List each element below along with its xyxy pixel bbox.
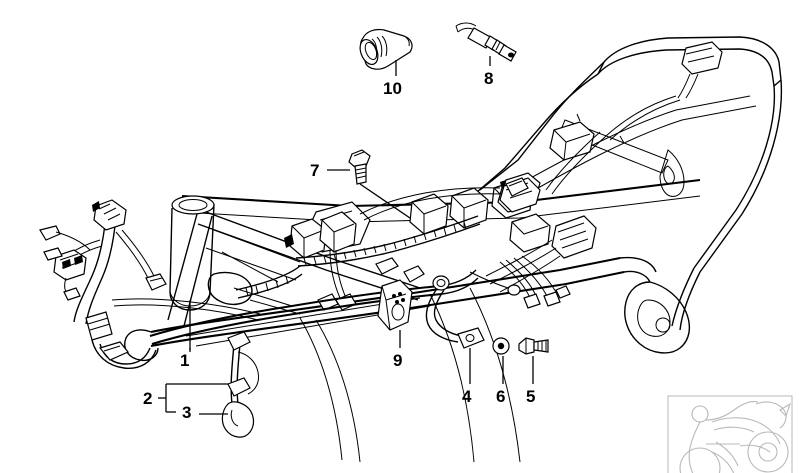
rear-wire-bundle bbox=[469, 41, 723, 309]
callout-number-1: 1 bbox=[180, 351, 190, 370]
callout-leaders bbox=[158, 56, 534, 415]
callout-number-7: 7 bbox=[310, 161, 320, 180]
rear-rail-connector bbox=[681, 41, 723, 75]
callout-number-10: 10 bbox=[383, 79, 402, 98]
callout-number-8: 8 bbox=[484, 69, 494, 88]
part-7-mounting-screw bbox=[348, 149, 411, 219]
part-4-ground-strap bbox=[425, 275, 485, 349]
part-8-terminal-pin bbox=[455, 22, 517, 62]
part-5-hex-bolt bbox=[518, 337, 549, 355]
relay-connector-cluster bbox=[235, 121, 597, 311]
part-10-rubber-boot bbox=[359, 28, 413, 70]
callout-number-4: 4 bbox=[462, 387, 472, 406]
callout-number-2: 2 bbox=[143, 389, 153, 408]
part-6-washer bbox=[492, 337, 510, 355]
callout-number-6: 6 bbox=[496, 387, 506, 406]
motorcycle-silhouette-logo bbox=[667, 395, 793, 473]
callout-number-3: 3 bbox=[182, 403, 192, 422]
callout-number-5: 5 bbox=[526, 387, 536, 406]
motorcycle-frame bbox=[124, 36, 783, 463]
wire-loom-branch bbox=[235, 265, 303, 299]
callout-number-9: 9 bbox=[393, 351, 403, 370]
wiring-harness-left-cluster bbox=[39, 199, 261, 369]
part-9-relay-module bbox=[377, 279, 413, 331]
wire-loom-conduit bbox=[295, 215, 481, 267]
part-2-3-cable-assembly bbox=[221, 331, 259, 438]
